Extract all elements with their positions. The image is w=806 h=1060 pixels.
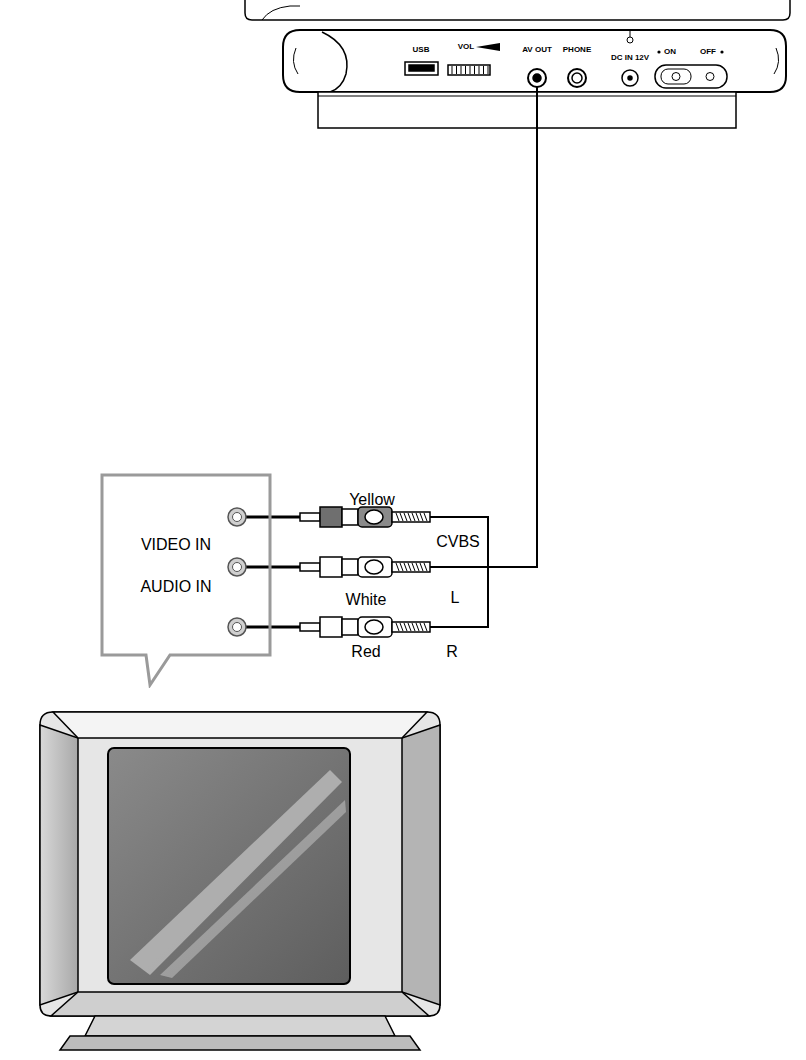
rca-plug [300, 557, 430, 577]
input-label: VIDEO IN [141, 536, 211, 554]
wire-label: R [446, 643, 458, 661]
port-label: DC IN 12V [611, 54, 649, 63]
wire-label: Red [351, 643, 380, 661]
television [40, 712, 440, 1050]
port-label: VOL [458, 43, 474, 52]
av-cable [246, 87, 537, 627]
wire-label: L [451, 589, 460, 607]
port-label: ON [664, 48, 676, 57]
rca-plug [300, 617, 430, 637]
wire-label: CVBS [436, 533, 480, 551]
input-label: AUDIO IN [140, 578, 211, 596]
rca-plugs [300, 507, 430, 637]
input-callout: VIDEO IN AUDIO IN [100, 473, 272, 688]
wire-label: White [346, 591, 387, 609]
rca-plug [300, 507, 430, 527]
port-label: PHONE [563, 46, 591, 55]
dvd-player [245, 0, 790, 128]
wire-label: Yellow [349, 491, 395, 509]
dvd-panel: USB VOL AV OUT PHONE DC IN 12V ON OFF [240, 0, 800, 132]
port-label: OFF [700, 48, 716, 57]
port-label: USB [413, 46, 430, 55]
port-label: AV OUT [522, 46, 552, 55]
